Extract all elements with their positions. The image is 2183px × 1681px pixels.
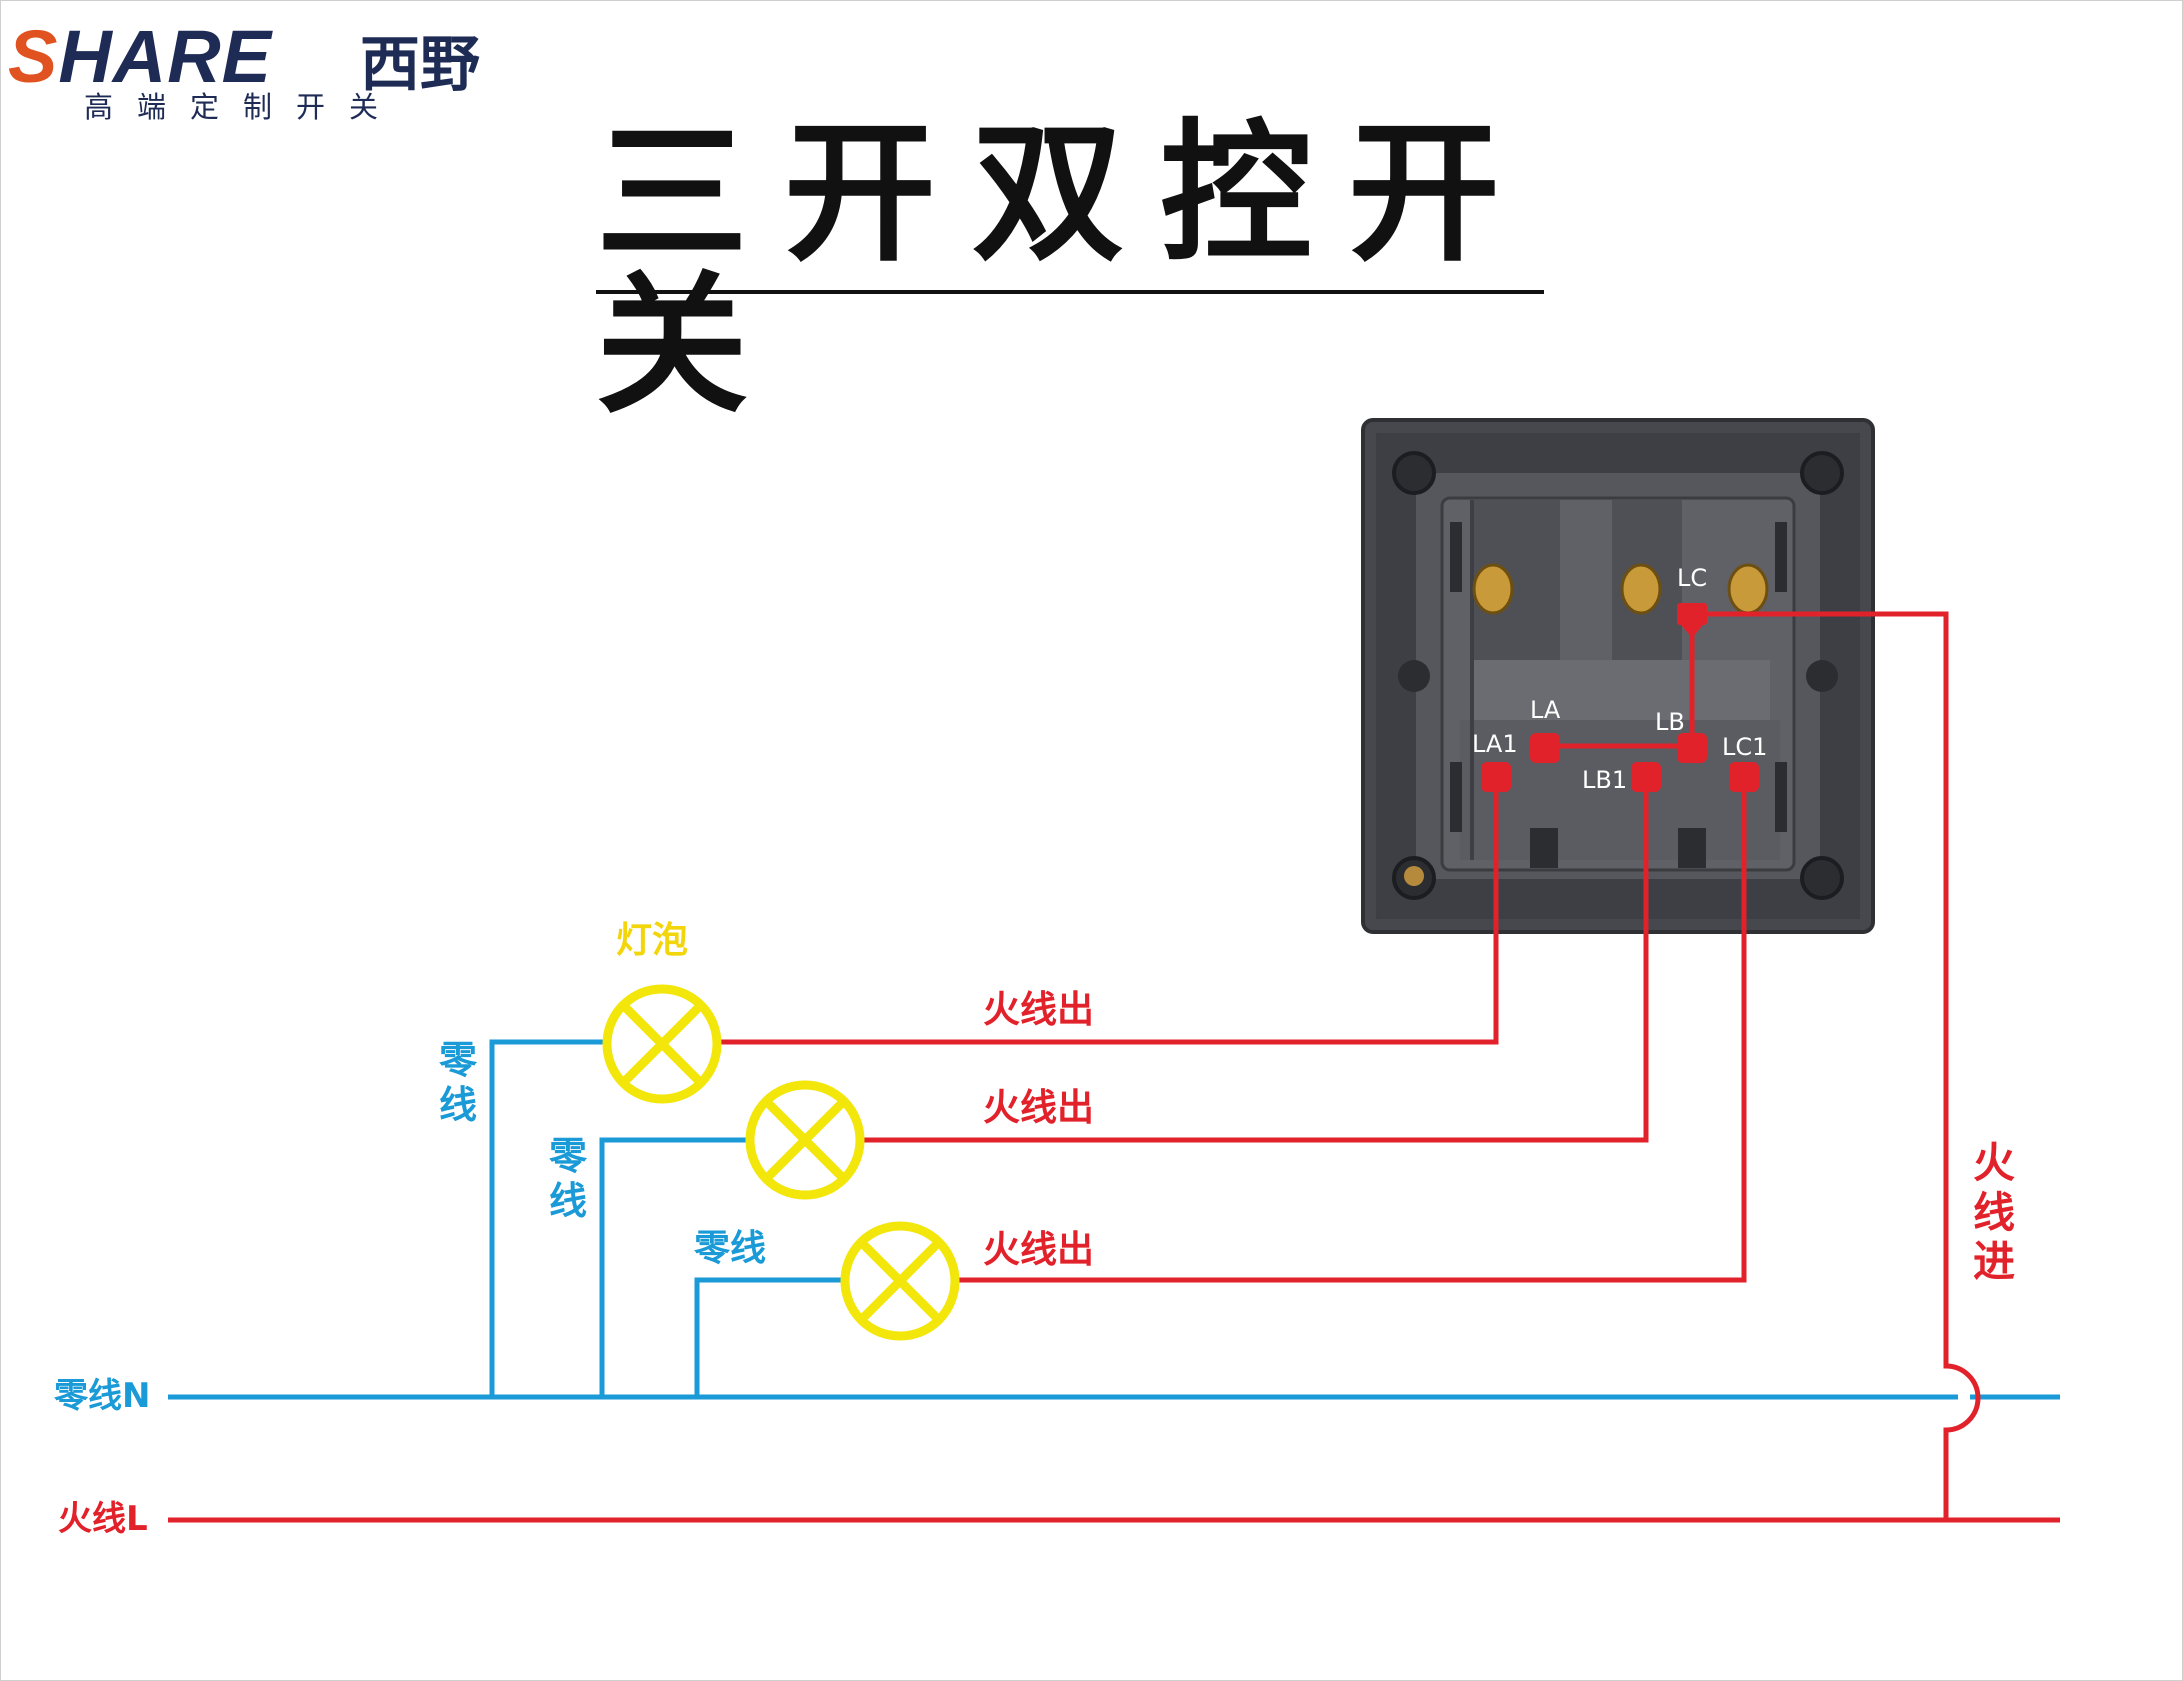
live-out-wire-2: [862, 775, 1649, 1143]
neutral-branch-1: [489, 1039, 605, 1397]
terminal-label-la1: LA1: [1472, 730, 1518, 758]
neutral-branch-2: [599, 1137, 748, 1397]
live-in-label: 火线进: [1972, 1138, 2015, 1287]
terminal-la-marker: [1530, 733, 1560, 763]
page-title: 三开双控开关: [596, 105, 1536, 434]
terminal-markers: [1481, 603, 1759, 792]
neutral-main-label: 零线N: [54, 1376, 151, 1416]
title-underline: [596, 290, 1544, 294]
brass-screw: [1727, 563, 1769, 615]
brand-chinese-name: 西野: [360, 30, 480, 100]
terminal-lc1-marker: [1729, 762, 1759, 792]
brass-screw: [1620, 563, 1662, 615]
terminal-label-lc: LC: [1677, 564, 1708, 592]
neutral-label-2: 零线: [548, 1134, 587, 1223]
terminal-label-la: LA: [1530, 696, 1561, 724]
live-out-wire-3: [958, 775, 1747, 1283]
live-main-label: 火线L: [58, 1499, 148, 1539]
bulb-icon: [602, 984, 722, 1104]
screw-hole-top-left: [1392, 451, 1436, 495]
terminal-label-lb: LB: [1655, 708, 1685, 736]
bulb-label: 灯泡: [616, 920, 689, 961]
neutral-branch-3: [694, 1277, 843, 1397]
neutral-wires: [168, 1039, 2060, 1400]
bulb-icon: [840, 1221, 960, 1341]
bulb-icon: [745, 1080, 865, 1200]
brass-screw: [1472, 563, 1514, 615]
brand-wordmark: SHARE: [8, 15, 273, 98]
terminal-label-lb1: LB1: [1582, 766, 1628, 794]
screw-hole-bottom-right: [1800, 856, 1844, 900]
screw-hole-top-right: [1800, 451, 1844, 495]
terminal-lb-marker: [1677, 733, 1707, 763]
live-wires: [168, 611, 2060, 1523]
brand-tagline: 高端定制开关: [84, 90, 403, 124]
terminal-lc-marker: [1677, 603, 1707, 638]
terminal-label-lc1: LC1: [1722, 733, 1768, 761]
live-out-label-1: 火线出: [983, 988, 1094, 1031]
terminal-la1-marker: [1481, 762, 1511, 792]
switch-panel: [1361, 418, 1875, 934]
live-out-label-3: 火线出: [983, 1228, 1094, 1271]
brand-logo: SHARE 西野 高端定制开关: [8, 12, 528, 124]
bulbs: [602, 984, 960, 1341]
neutral-label-1: 零线: [438, 1038, 477, 1127]
live-out-wire-1: [719, 775, 1499, 1045]
terminal-lb1-marker: [1631, 762, 1661, 792]
neutral-label-3: 零线: [694, 1228, 767, 1269]
live-in-wire: [1692, 611, 1981, 1520]
live-out-label-2: 火线出: [983, 1086, 1094, 1129]
